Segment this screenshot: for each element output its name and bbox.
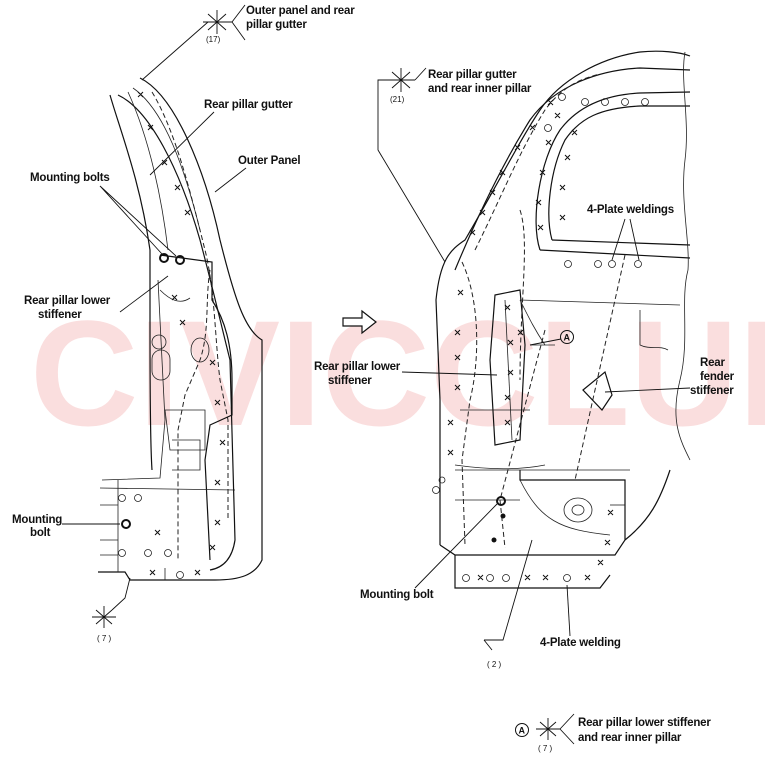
left-mounting-bolt-3 [121,519,131,529]
label-fender-stiffener-3: stiffener [690,385,734,397]
cutting-symbol-icon [387,68,415,92]
svg-text:A: A [564,333,571,343]
label-mounting-bolt-right: Mounting bolt [360,589,434,601]
right-weld-marks [432,93,649,582]
legend: A ( 7 ) Rear pillar lower stiffener and … [515,713,712,753]
label-lower-stiffener-left-1: Rear pillar lower [24,295,111,307]
left-mounting-bolt-2 [175,255,185,265]
label-lower-stiffener-right-1: Rear pillar lower [314,361,401,373]
label-outer-panel-gutter-2: pillar gutter [246,19,307,31]
label-mounting-bolts-left: Mounting bolts [30,172,110,184]
arrow-right-icon [342,309,377,335]
cutting-symbol-icon [203,10,232,34]
label-lower-stiffener-right-2: stiffener [328,375,372,387]
label-fender-stiffener-1: Rear [700,357,725,369]
right-mounting-bolt [496,496,506,506]
left-mounting-bolt-1 [159,253,169,263]
legend-text-1: Rear pillar lower stiffener [578,717,711,729]
label-gutter-inner-1: Rear pillar gutter [428,69,517,81]
legend-text-2: and rear inner pillar [578,732,682,744]
left-pillar-drawing [98,77,263,581]
label-lower-stiffener-left-2: stiffener [38,309,82,321]
label-rear-pillar-gutter-left: Rear pillar gutter [204,99,293,111]
cutting-symbol-icon [92,606,116,628]
right-cut-number-bottom: ( 2 ) [487,660,502,669]
left-cut-number-bottom: ( 7 ) [97,634,112,643]
circle-a-marker: A [560,330,574,344]
right-pillar-drawing [432,50,691,589]
label-4plate-welding: 4-Plate welding [540,637,621,649]
label-mounting-bolt-left-2: bolt [30,527,51,539]
label-gutter-inner-2: and rear inner pillar [428,83,532,95]
label-outer-panel: Outer Panel [238,155,300,167]
right-callouts: (21) Rear pillar gutter and rear inner p… [314,67,735,669]
label-outer-panel-gutter-1: Outer panel and rear [246,5,355,17]
legend-circle-a: A [519,726,526,736]
cutting-symbol-icon [536,718,560,740]
label-mounting-bolt-left-1: Mounting [12,514,62,526]
watermark: CIVICCLUB.RU [30,289,765,457]
legend-cut-number: ( 7 ) [538,744,553,753]
left-callouts: (17) Outer panel and rear pillar gutter … [12,4,355,643]
label-4plate-weldings: 4-Plate weldings [587,204,674,216]
right-cut-number-top: (21) [390,95,405,104]
left-weld-marks [118,91,226,579]
label-fender-stiffener-2: fender [700,371,735,383]
left-cut-number-top: (17) [206,35,221,44]
